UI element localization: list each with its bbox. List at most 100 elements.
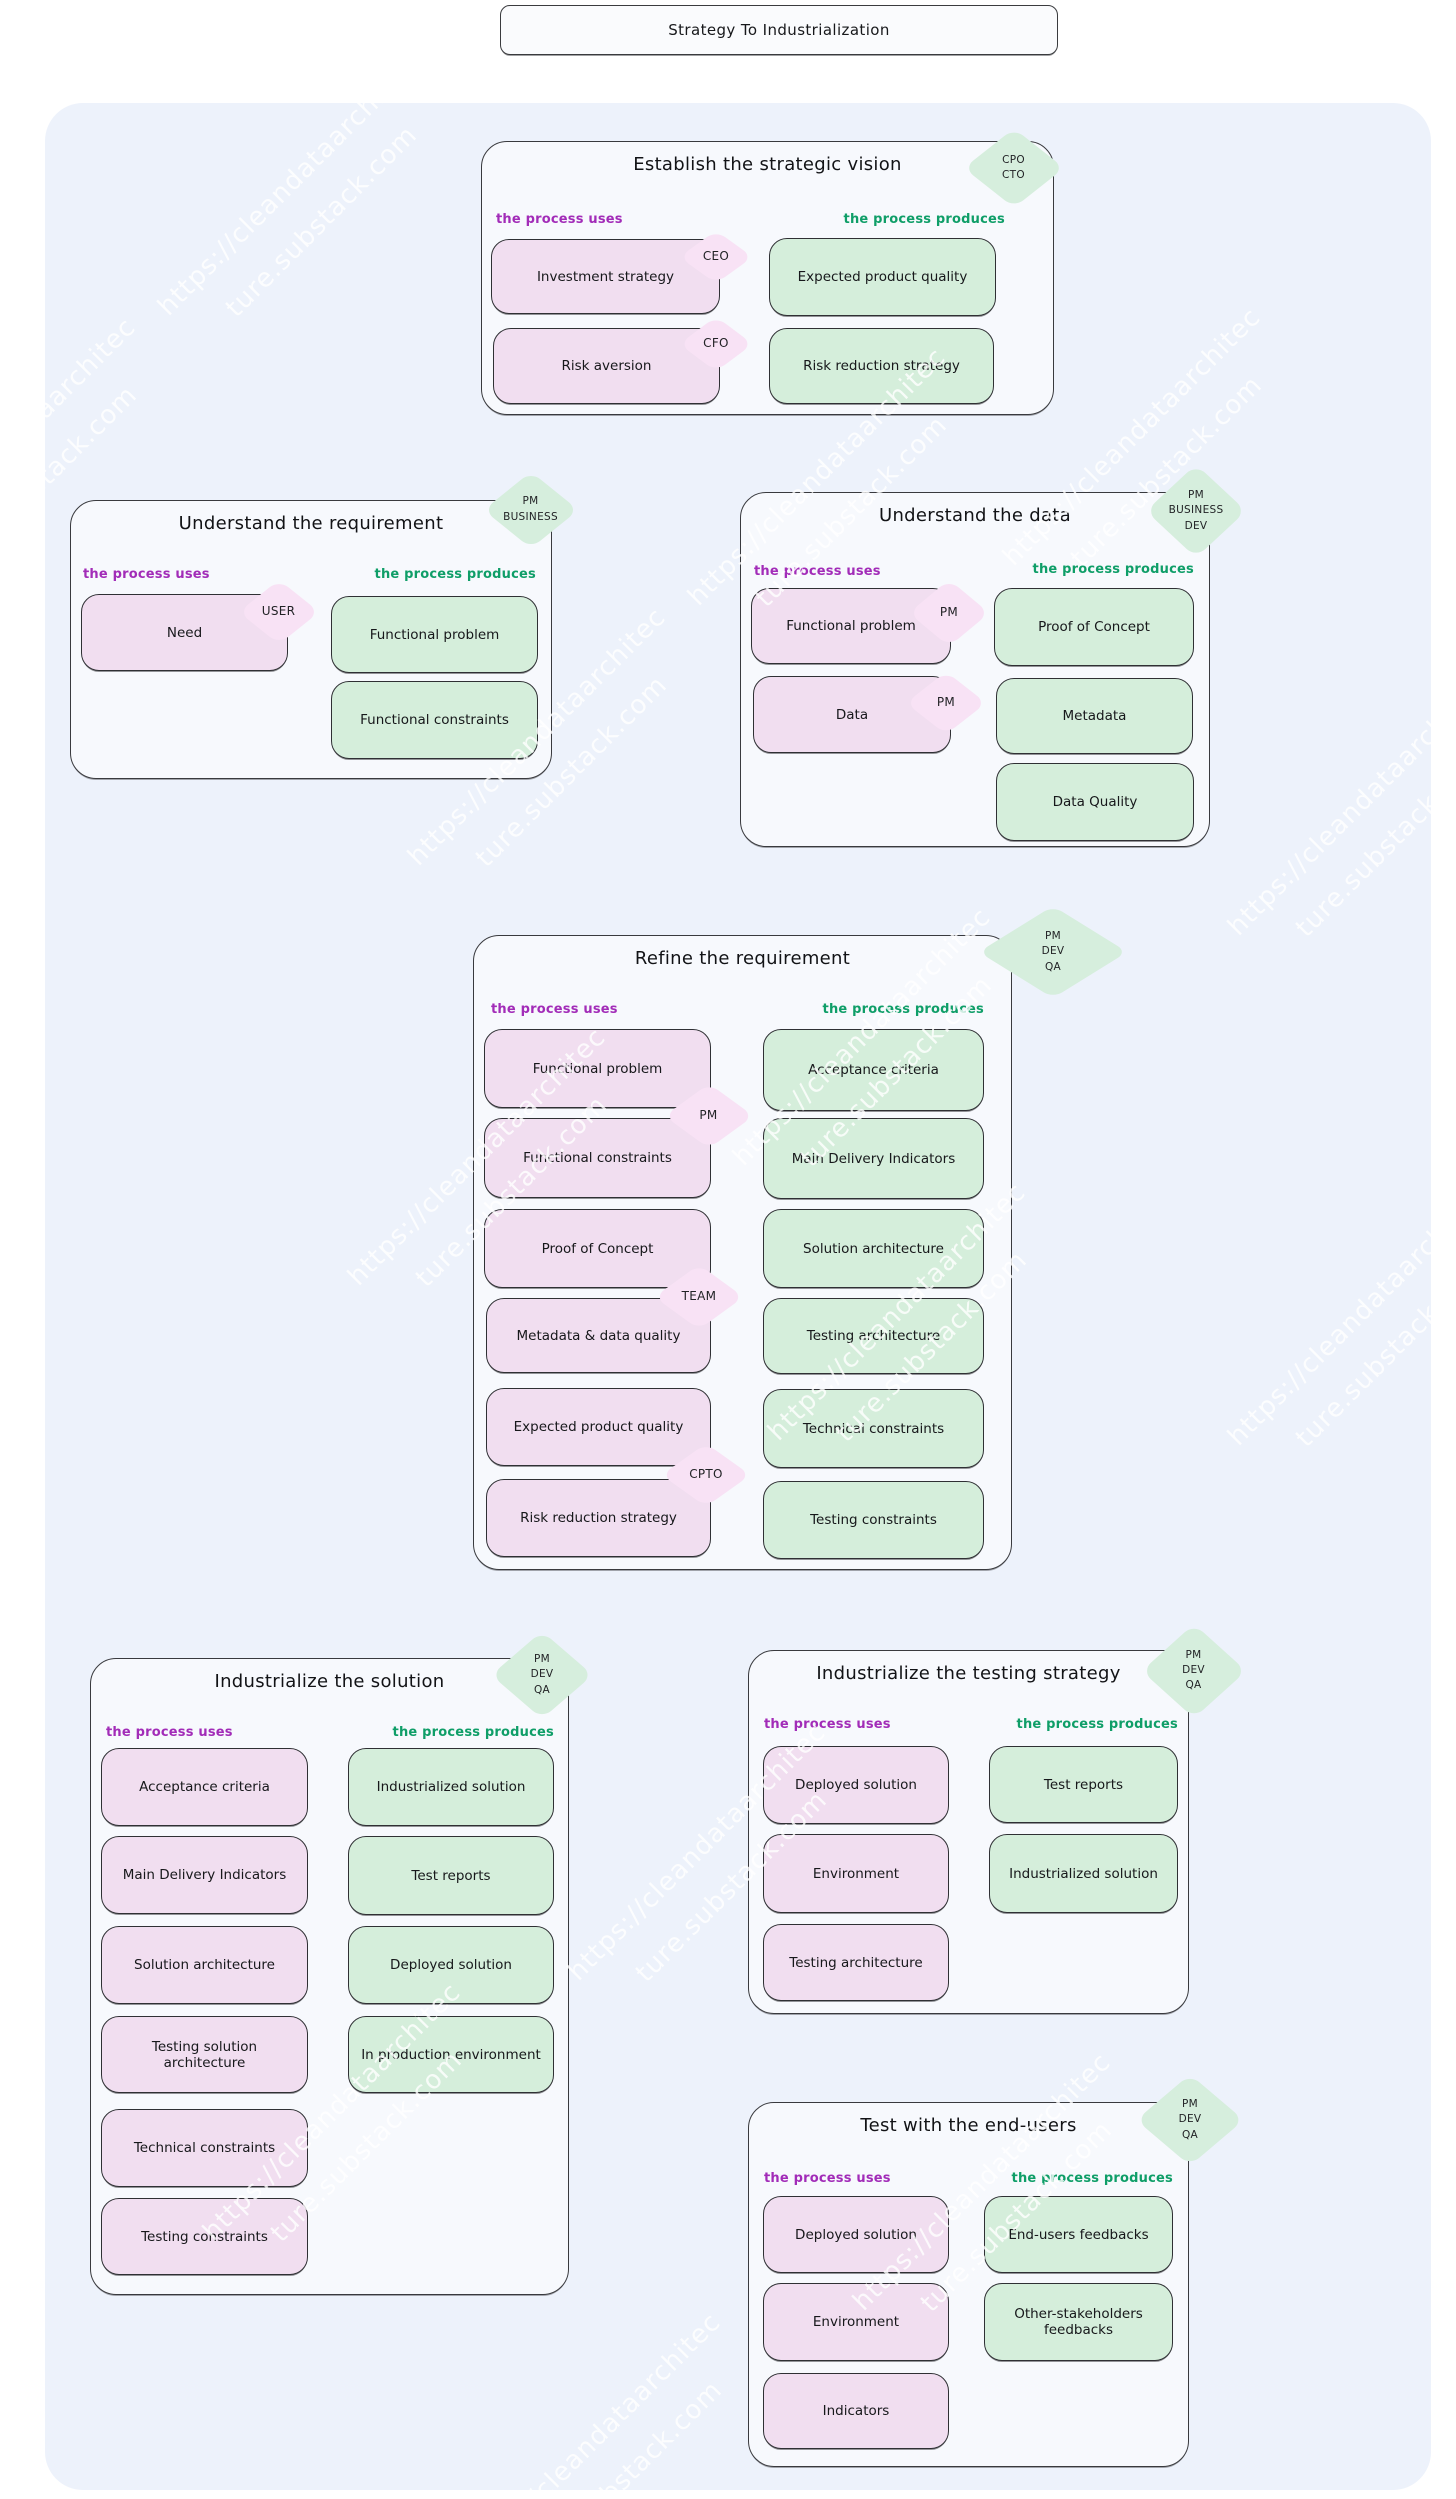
process-understand-requirement: Understand the requirement the process u… bbox=[70, 471, 578, 779]
section-roles-text: CPO CTO bbox=[1002, 153, 1025, 181]
produces-card: Technical constraints bbox=[763, 1389, 984, 1468]
section-title: Understand the data bbox=[878, 505, 1071, 526]
produces-card: Test reports bbox=[348, 1836, 554, 1915]
role-badge-text: CPTO bbox=[689, 1466, 723, 1481]
produces-label: the process produces bbox=[843, 212, 1005, 227]
produces-card: Proof of Concept bbox=[994, 588, 1194, 666]
uses-label: the process uses bbox=[496, 212, 623, 227]
uses-card: Technical constraints bbox=[101, 2109, 308, 2187]
produces-card: Testing constraints bbox=[763, 1481, 984, 1559]
uses-card: Investment strategy bbox=[491, 239, 720, 314]
uses-card: Expected product quality bbox=[486, 1388, 711, 1466]
produces-card: Solution architecture bbox=[763, 1209, 984, 1288]
uses-label: the process uses bbox=[83, 567, 210, 582]
role-badge-diamond: CFO bbox=[679, 316, 753, 372]
process-industrialize-solution: Industrialize the solution the process u… bbox=[90, 1631, 593, 2295]
section-roles-diamond: PM BUSINESS DEV bbox=[1145, 464, 1247, 558]
uses-card: Solution architecture bbox=[101, 1926, 308, 2004]
produces-card: Data Quality bbox=[996, 763, 1194, 841]
produces-card: Industrialized solution bbox=[989, 1834, 1178, 1913]
uses-card: Risk reduction strategy bbox=[486, 1479, 711, 1557]
role-badge-text: PM bbox=[939, 604, 959, 619]
section-roles-text: PM DEV QA bbox=[1041, 930, 1065, 973]
role-badge-diamond: TEAM bbox=[654, 1263, 744, 1330]
role-badge-diamond: PM bbox=[908, 579, 990, 646]
produces-card: Risk reduction strategy bbox=[769, 328, 994, 404]
section-roles-diamond: PM DEV QA bbox=[978, 905, 1128, 999]
produces-card: Functional problem bbox=[331, 596, 538, 673]
uses-card: Main Delivery Indicators bbox=[101, 1836, 308, 1914]
produces-card: Functional constraints bbox=[331, 681, 538, 759]
uses-card: Indicators bbox=[763, 2373, 949, 2449]
produces-label: the process produces bbox=[822, 1002, 984, 1017]
section-title: Understand the requirement bbox=[178, 513, 444, 534]
role-badge-text: CEO bbox=[702, 248, 730, 263]
uses-card: Deployed solution bbox=[763, 2196, 949, 2273]
process-test-with-end-users: Test with the end-users the process uses… bbox=[748, 2074, 1244, 2467]
role-badge-text: PM bbox=[936, 694, 956, 709]
produces-label: the process produces bbox=[1016, 1717, 1178, 1732]
produces-card: Testing architecture bbox=[763, 1298, 984, 1374]
produces-card: Acceptance criteria bbox=[763, 1029, 984, 1111]
produces-card: Test reports bbox=[989, 1746, 1178, 1823]
uses-label: the process uses bbox=[764, 1717, 891, 1732]
section-roles-diamond: PM BUSINESS bbox=[483, 471, 578, 548]
uses-label: the process uses bbox=[491, 1002, 618, 1017]
uses-card: Environment bbox=[763, 2283, 949, 2361]
uses-card: Testing solution architecture bbox=[101, 2016, 308, 2093]
process-industrialize-testing-strategy: Industrialize the testing strategy the p… bbox=[748, 1623, 1246, 2014]
section-roles-diamond: PM DEV QA bbox=[1136, 2074, 1244, 2166]
produces-card: Expected product quality bbox=[769, 238, 996, 316]
uses-card: Acceptance criteria bbox=[101, 1748, 308, 1826]
uses-label: the process uses bbox=[754, 564, 881, 579]
uses-label: the process uses bbox=[106, 1725, 233, 1740]
produces-card: End-users feedbacks bbox=[984, 2196, 1173, 2273]
process-understand-data: Understand the data the process uses the… bbox=[740, 464, 1247, 847]
produces-card: In production environment bbox=[348, 2016, 554, 2093]
section-title: Test with the end-users bbox=[860, 2115, 1077, 2136]
role-badge-diamond: PM bbox=[905, 671, 987, 734]
uses-card: Testing constraints bbox=[101, 2198, 308, 2275]
role-badge-diamond: PM bbox=[663, 1082, 754, 1149]
section-title: Establish the strategic vision bbox=[633, 154, 902, 175]
role-badge-diamond: CPTO bbox=[661, 1442, 751, 1507]
uses-card: Deployed solution bbox=[763, 1746, 949, 1824]
produces-card: Other-stakeholders feedbacks bbox=[984, 2283, 1173, 2361]
section-roles-text: PM BUSINESS DEV bbox=[1168, 489, 1224, 532]
section-title: Industrialize the solution bbox=[214, 1671, 445, 1692]
role-badge-diamond: CEO bbox=[679, 230, 753, 283]
uses-card: Proof of Concept bbox=[484, 1209, 711, 1288]
produces-card: Deployed solution bbox=[348, 1926, 554, 2004]
produces-label: the process produces bbox=[1032, 562, 1194, 577]
role-badge-text: CFO bbox=[703, 336, 729, 351]
section-roles-text: PM DEV QA bbox=[530, 1653, 554, 1696]
uses-label: the process uses bbox=[764, 2171, 891, 2186]
section-roles-diamond: CPO CTO bbox=[963, 128, 1064, 208]
diagram-title: Strategy To Industrialization bbox=[668, 21, 890, 39]
section-roles-text: PM DEV QA bbox=[1182, 1648, 1205, 1692]
role-badge-text: USER bbox=[261, 603, 296, 618]
uses-card: Risk aversion bbox=[493, 328, 720, 404]
uses-card: Functional constraints bbox=[484, 1118, 711, 1198]
uses-card: Testing architecture bbox=[763, 1924, 949, 2001]
section-roles-text: PM DEV QA bbox=[1178, 2098, 1202, 2141]
produces-card: Industrialized solution bbox=[348, 1748, 554, 1826]
produces-card: Metadata bbox=[996, 678, 1193, 754]
uses-card: Data bbox=[753, 676, 951, 753]
produces-label: the process produces bbox=[374, 567, 536, 582]
role-badge-text: TEAM bbox=[681, 1288, 717, 1303]
produces-label: the process produces bbox=[392, 1725, 554, 1740]
uses-card: Functional problem bbox=[751, 588, 951, 664]
uses-card: Functional problem bbox=[484, 1029, 711, 1108]
section-roles-diamond: PM DEV QA bbox=[1141, 1623, 1246, 1718]
process-refine-requirement: Refine the requirement the process uses … bbox=[473, 905, 1128, 1570]
role-badge-text: PM bbox=[699, 1107, 718, 1122]
produces-label: the process produces bbox=[1011, 2171, 1173, 2186]
section-title: Industrialize the testing strategy bbox=[816, 1663, 1121, 1684]
role-badge-diamond: USER bbox=[238, 579, 319, 644]
section-title: Refine the requirement bbox=[634, 948, 851, 969]
uses-card: Environment bbox=[763, 1834, 949, 1913]
process-establish-strategic-vision: Establish the strategic vision the proce… bbox=[481, 128, 1064, 415]
produces-card: Main Delivery Indicators bbox=[763, 1118, 984, 1199]
